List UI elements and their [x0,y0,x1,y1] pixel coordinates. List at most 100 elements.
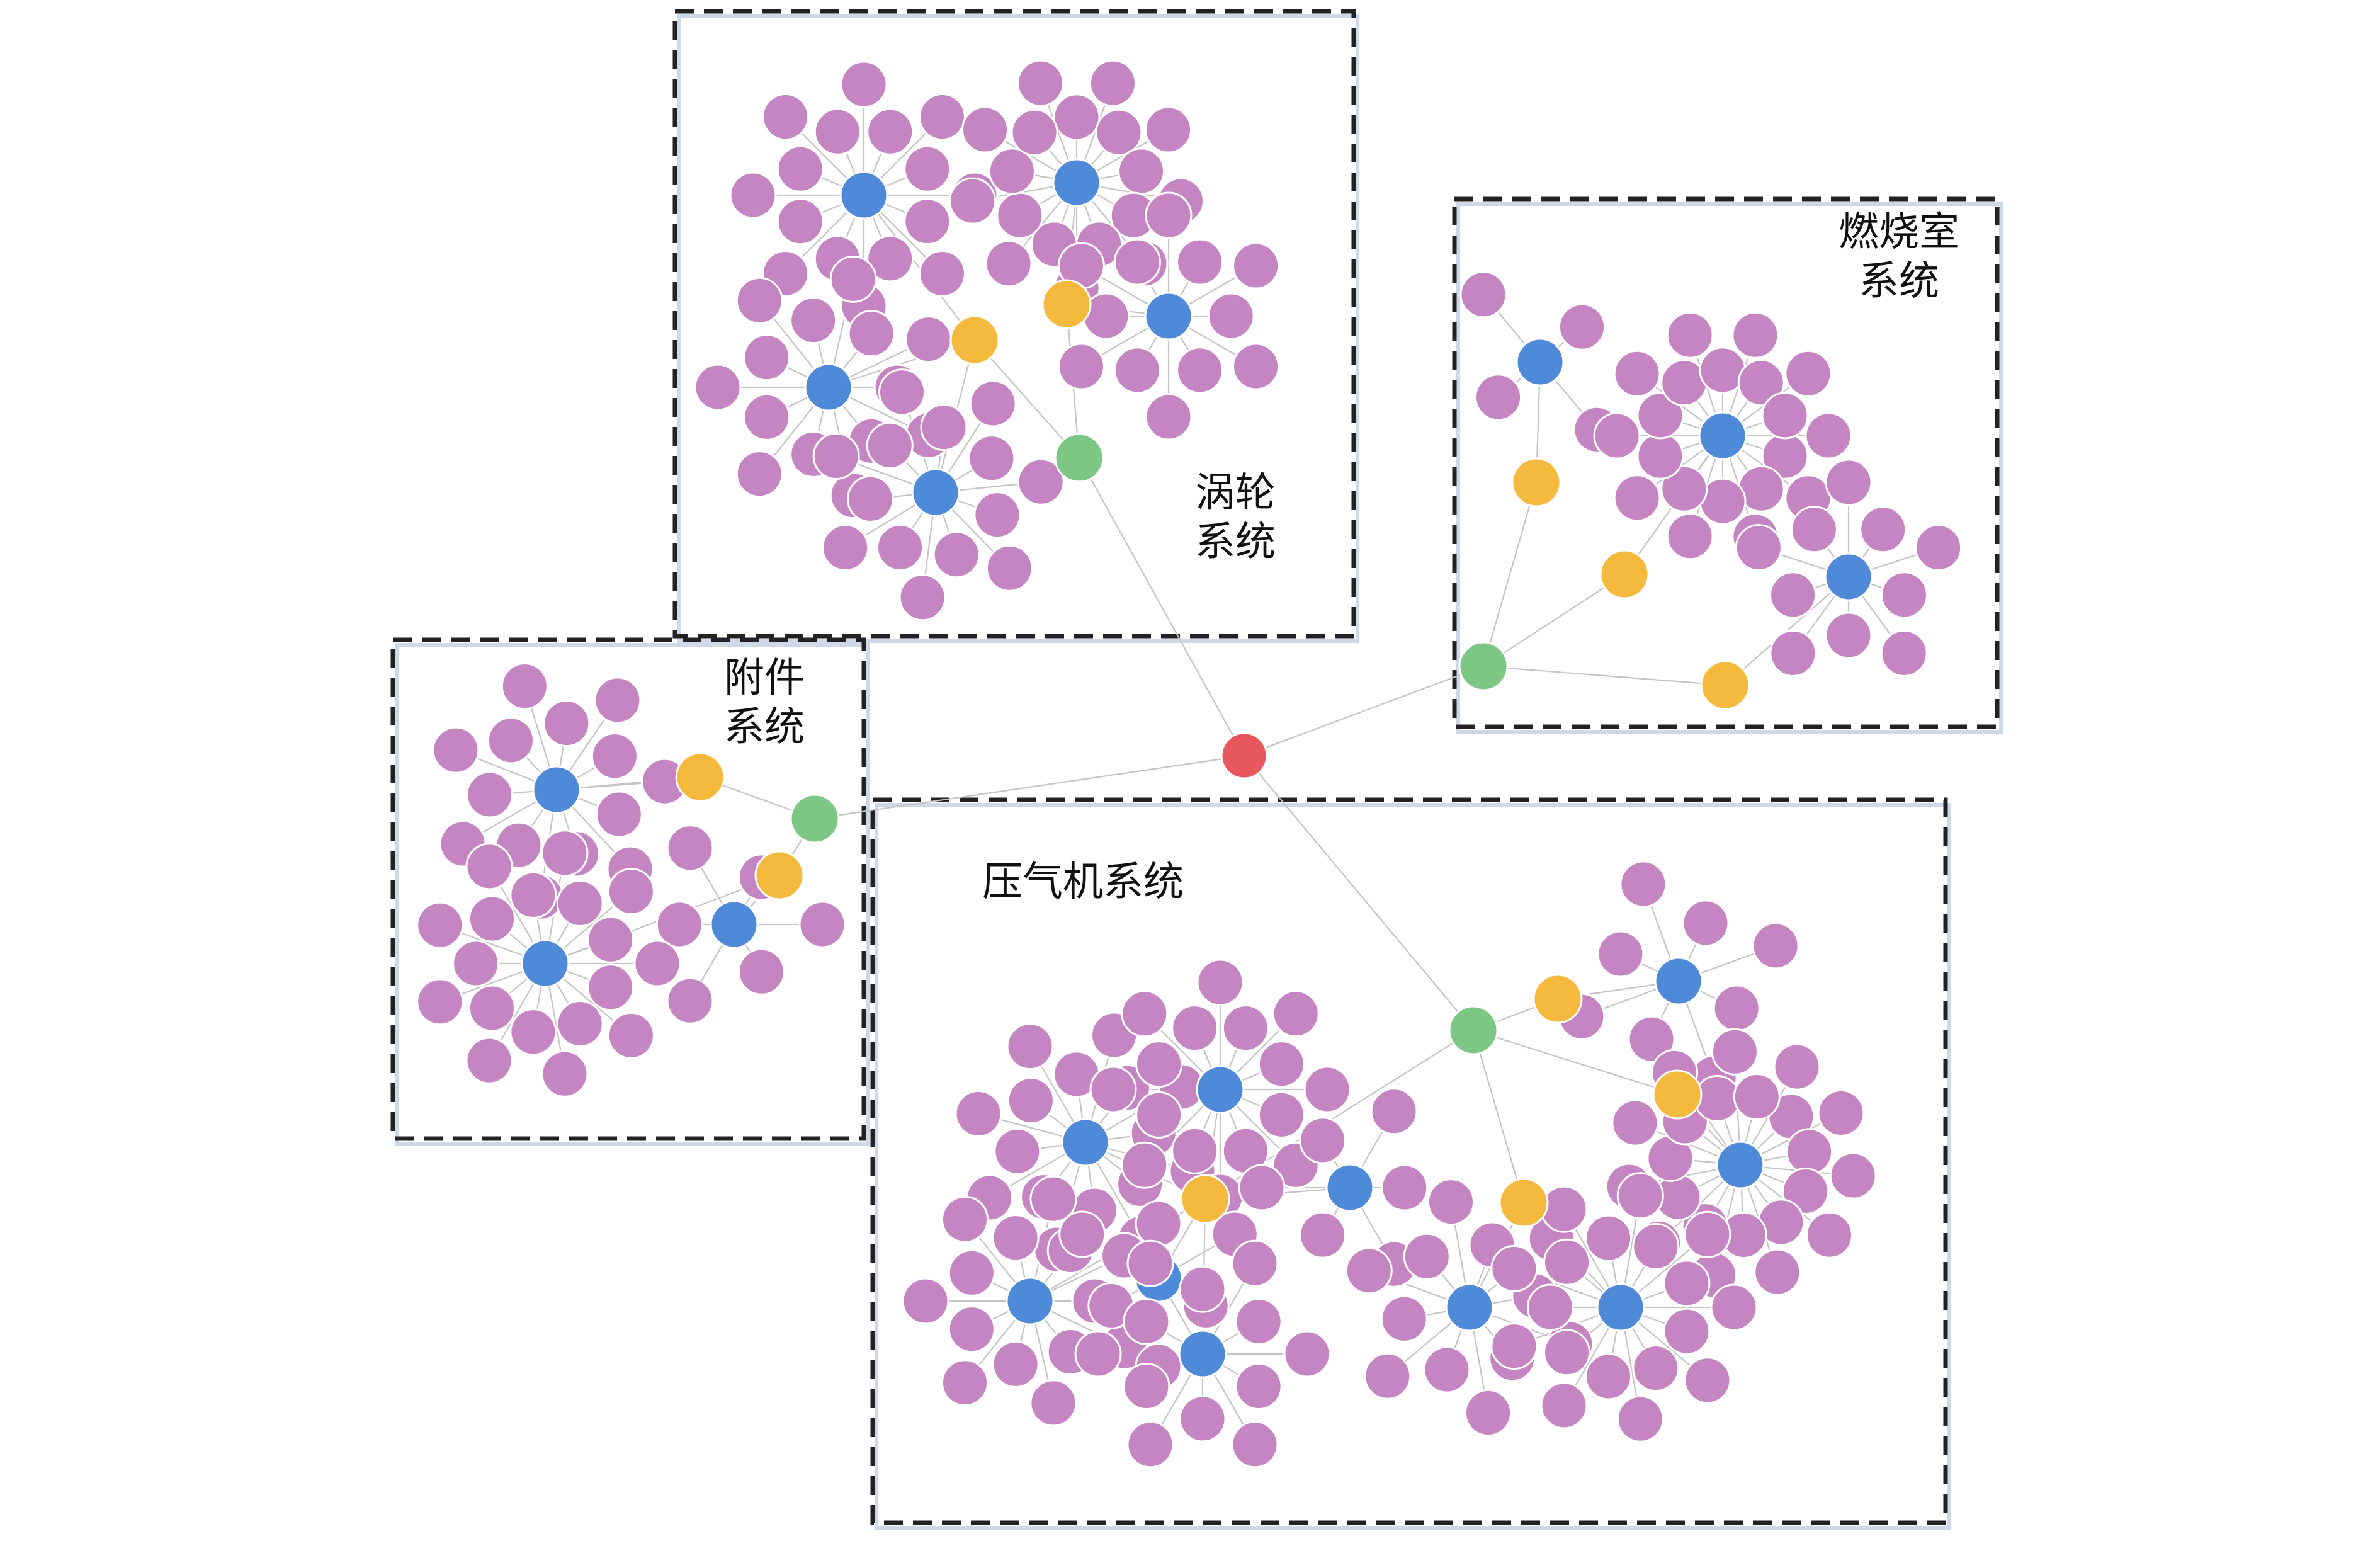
part-node-19[interactable] [790,297,837,344]
part-node-133[interactable] [468,895,516,943]
part-node-67[interactable] [1113,346,1161,394]
component-node-9[interactable] [710,900,759,949]
part-node-170[interactable] [1611,1099,1659,1147]
part-node-269[interactable] [1585,1214,1633,1262]
part-node-153[interactable] [1597,930,1645,978]
part-node-57[interactable] [996,191,1044,239]
part-node-243[interactable] [1299,1211,1347,1259]
part-node-249[interactable] [1380,1295,1428,1343]
subsystem-node-7[interactable] [1533,974,1583,1024]
part-node-30[interactable] [812,433,860,480]
part-node-33[interactable] [920,404,968,452]
part-node-104[interactable] [1769,629,1817,677]
part-node-247[interactable] [1423,1346,1471,1394]
part-node-244[interactable] [1238,1164,1286,1212]
part-node-142[interactable] [607,1011,655,1059]
compressor-system-node[interactable] [1448,1005,1499,1055]
part-node-128[interactable] [465,1037,513,1084]
part-node-178[interactable] [955,1089,1002,1137]
part-node-239[interactable] [1235,1362,1283,1410]
part-node-263[interactable] [1543,1329,1591,1377]
subsystem-node-9[interactable] [1180,1174,1230,1224]
part-node-160[interactable] [1805,1211,1853,1259]
part-node-90[interactable] [1613,350,1661,397]
part-node-275[interactable] [1663,1307,1711,1355]
part-node-274[interactable] [1710,1283,1758,1331]
part-node-268[interactable] [1540,1185,1588,1233]
part-node-12[interactable] [840,60,888,108]
part-node-154[interactable] [1773,1043,1821,1091]
component-node-2[interactable] [911,468,960,517]
part-node-8[interactable] [729,171,777,219]
component-node-4[interactable] [1144,292,1193,341]
part-node-223[interactable] [1135,1200,1182,1248]
part-node-22[interactable] [905,316,953,363]
component-node-8[interactable] [532,765,581,814]
part-node-147[interactable] [1682,899,1730,947]
part-node-41[interactable] [876,523,924,571]
part-node-143[interactable] [556,1000,604,1048]
part-node-149[interactable] [1713,984,1760,1032]
part-node-144[interactable] [541,1050,589,1098]
part-node-158[interactable] [1829,1152,1877,1200]
part-node-195[interactable] [1257,1040,1305,1088]
component-node-14[interactable] [1196,1065,1245,1114]
part-node-122[interactable] [798,901,846,948]
part-node-157[interactable] [1786,1128,1833,1176]
turbine-system-node[interactable] [1054,433,1104,483]
part-node-265[interactable] [1526,1283,1574,1331]
part-node-88[interactable] [1593,412,1641,460]
part-node-248[interactable] [1364,1352,1412,1400]
part-node-130[interactable] [416,978,464,1026]
part-node-192[interactable] [1196,958,1244,1006]
part-node-145[interactable] [509,1008,557,1056]
part-node-99[interactable] [1859,506,1907,554]
part-node-96[interactable] [1784,350,1832,397]
part-node-47[interactable] [1095,108,1143,156]
part-node-78[interactable] [1805,412,1852,460]
part-node-137[interactable] [556,879,604,927]
subsystem-node-2[interactable] [1511,457,1561,508]
part-node-2[interactable] [918,249,966,297]
part-node-241[interactable] [1381,1164,1429,1212]
component-node-20[interactable] [1596,1283,1645,1332]
component-node-10[interactable] [521,939,570,988]
component-node-3[interactable] [1052,158,1101,207]
part-node-126[interactable] [666,824,714,872]
part-node-38[interactable] [985,544,1033,592]
part-node-37[interactable] [973,491,1021,539]
part-node-232[interactable] [1074,1330,1122,1378]
part-node-18[interactable] [735,276,783,324]
part-node-220[interactable] [941,1359,989,1407]
part-node-135[interactable] [509,871,557,919]
part-node-240[interactable] [1370,1088,1418,1135]
part-node-258[interactable] [1684,1356,1731,1404]
component-node-6[interactable] [1698,411,1747,460]
part-node-234[interactable] [1126,1239,1174,1287]
part-node-202[interactable] [1121,1141,1169,1189]
part-node-179[interactable] [1007,1077,1055,1125]
part-node-231[interactable] [1123,1362,1170,1410]
part-node-16[interactable] [694,363,742,411]
part-node-114[interactable] [594,676,642,724]
subsystem-node-8[interactable] [1652,1069,1703,1120]
part-node-35[interactable] [968,435,1016,482]
part-node-159[interactable] [1782,1167,1830,1215]
part-node-85[interactable] [1660,465,1708,513]
part-node-260[interactable] [1616,1395,1664,1443]
part-node-20[interactable] [829,255,877,303]
part-node-125[interactable] [655,901,703,948]
part-node-136[interactable] [541,829,589,877]
part-node-228[interactable] [1231,1421,1279,1469]
part-node-39[interactable] [932,531,980,579]
part-node-89[interactable] [1636,392,1684,440]
part-node-205[interactable] [1135,1040,1183,1088]
part-node-97[interactable] [1761,392,1809,440]
part-node-251[interactable] [1403,1232,1451,1280]
component-node-17[interactable] [1178,1329,1227,1379]
part-node-73[interactable] [1176,238,1224,286]
part-node-140[interactable] [633,940,681,987]
part-node-72[interactable] [1145,191,1193,239]
part-node-259[interactable] [1632,1345,1680,1392]
part-node-197[interactable] [1257,1091,1305,1139]
